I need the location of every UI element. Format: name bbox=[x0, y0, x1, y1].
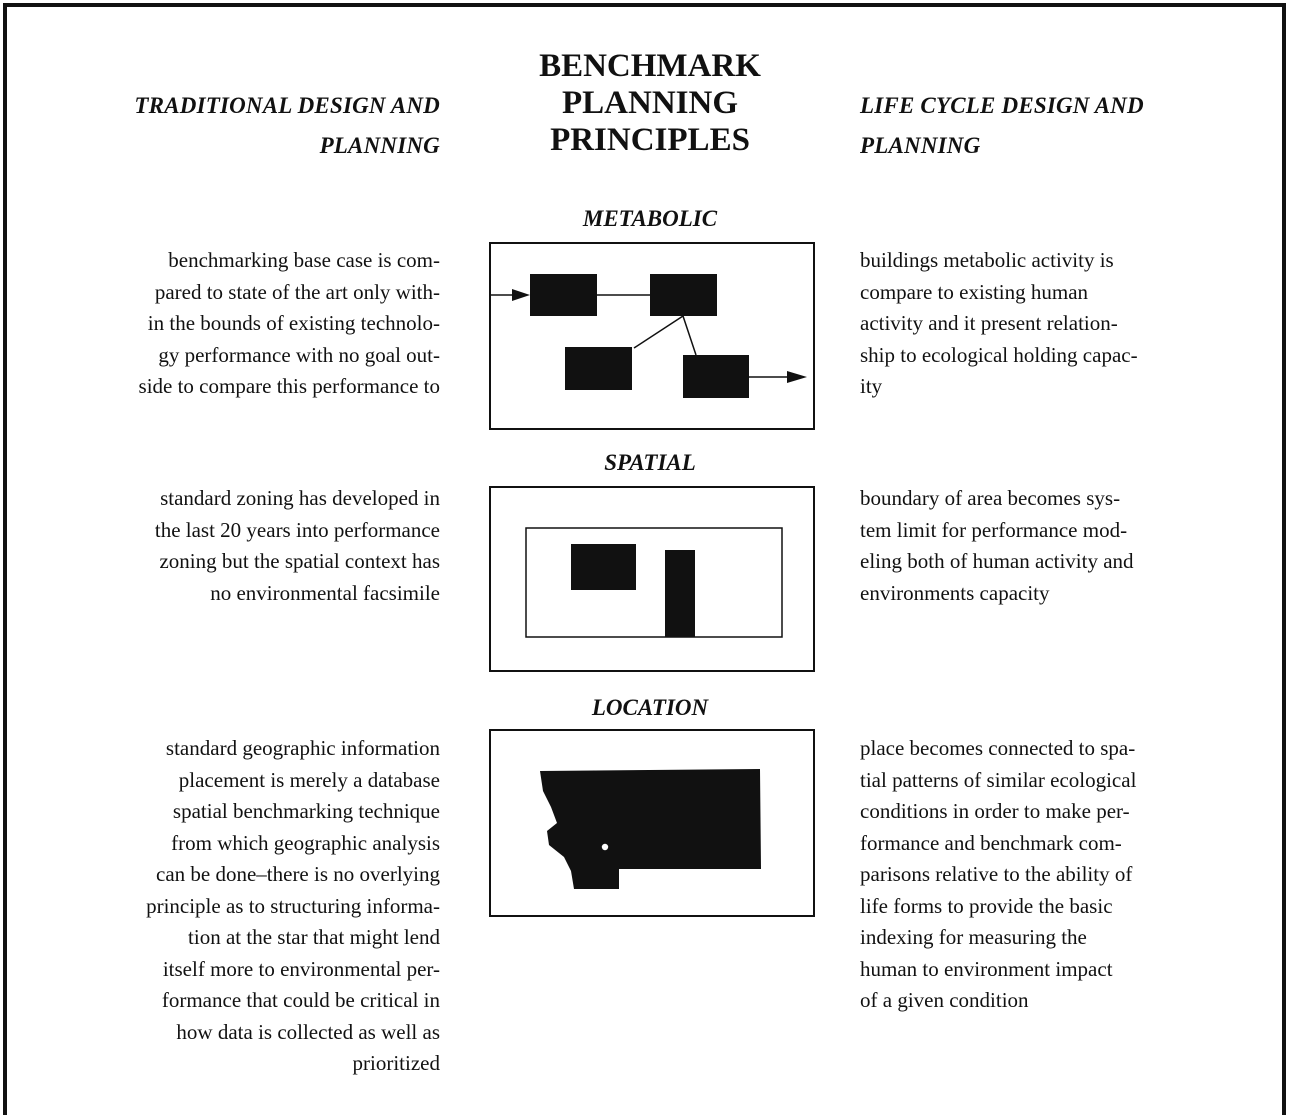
traditional-heading: TRADITIONAL DESIGN AND PLANNING bbox=[40, 86, 440, 166]
location-marker bbox=[601, 843, 609, 851]
zone-block bbox=[571, 544, 636, 590]
text-line: tem limit for performance mod- bbox=[860, 517, 1128, 542]
text-line: eling both of human activity and bbox=[860, 549, 1134, 573]
text-line: life forms to provide the basic bbox=[860, 893, 1113, 918]
text-line: itself more to environmental per- bbox=[162, 956, 440, 981]
text-line: the last 20 years into performance bbox=[154, 517, 440, 542]
text-line: tion at the star that might lend bbox=[188, 925, 440, 949]
text-line: activity and it present relation- bbox=[860, 311, 1118, 335]
benchmark-heading-line-1: BENCHMARK bbox=[539, 48, 761, 84]
text-line: side to compare this performance to bbox=[138, 374, 440, 398]
connector-line bbox=[682, 315, 697, 356]
text-line: how data is collected as well as bbox=[176, 1019, 440, 1044]
process-block bbox=[565, 347, 632, 390]
text-line: prioritized bbox=[352, 1051, 440, 1075]
text-line: environments capacity bbox=[860, 580, 1050, 605]
location-life-cycle-text: place becomes connected to spa- tial pat… bbox=[860, 733, 1280, 1017]
text-line: ship to ecological holding capac- bbox=[860, 342, 1138, 367]
text-line: place becomes connected to spa- bbox=[860, 736, 1136, 760]
benchmark-heading-line-2: PLANNING bbox=[561, 85, 738, 121]
text-line: placement is merely a database bbox=[178, 767, 440, 792]
process-block bbox=[650, 274, 717, 316]
life-cycle-heading-line-2: PLANNING bbox=[860, 133, 981, 158]
process-block bbox=[530, 274, 597, 316]
text-line: formance that could be critical in bbox=[161, 988, 440, 1012]
text-line: from which geographic analysis bbox=[171, 830, 440, 855]
text-line: can be done–there is no overlying bbox=[156, 862, 440, 886]
life-cycle-heading-line-1: LIFE CYCLE DESIGN AND bbox=[860, 93, 1144, 118]
text-line: principle as to structuring informa- bbox=[146, 893, 440, 918]
metabolic-life-cycle-text: buildings metabolic activity is compare … bbox=[860, 245, 1280, 403]
metabolic-traditional-text: benchmarking base case is com- pared to … bbox=[20, 245, 440, 403]
spatial-traditional-text: standard zoning has developed in the las… bbox=[20, 483, 440, 609]
metabolic-title: METABOLIC bbox=[582, 206, 718, 231]
zone-block bbox=[665, 550, 695, 637]
text-line: standard zoning has developed in bbox=[160, 486, 440, 510]
text-line: buildings metabolic activity is bbox=[860, 248, 1114, 272]
text-line: formance and benchmark com- bbox=[860, 830, 1122, 855]
text-line: of a given condition bbox=[860, 988, 1029, 1012]
text-line: indexing for measuring the bbox=[860, 925, 1087, 949]
traditional-heading-line-1: TRADITIONAL DESIGN AND bbox=[134, 93, 440, 118]
text-line: human to environment impact bbox=[860, 956, 1113, 981]
spatial-diagram-graphic bbox=[525, 527, 783, 638]
input-arrowhead bbox=[512, 289, 530, 301]
text-line: zoning but the spatial context has bbox=[159, 549, 440, 573]
text-line: spatial benchmarking technique bbox=[172, 799, 440, 823]
text-line: tial patterns of similar ecological bbox=[860, 767, 1137, 792]
text-line: compare to existing human bbox=[860, 279, 1089, 304]
benchmark-heading: BENCHMARK PLANNING PRINCIPLES bbox=[500, 48, 800, 159]
text-line: boundary of area becomes sys- bbox=[860, 486, 1121, 510]
metabolic-diagram-graphic bbox=[491, 274, 807, 398]
metabolic-diagram bbox=[489, 242, 815, 430]
page-frame bbox=[3, 3, 1286, 1115]
region-map-shape bbox=[540, 769, 761, 889]
location-title: LOCATION bbox=[591, 695, 709, 720]
text-line: pared to state of the art only with- bbox=[154, 279, 440, 304]
location-diagram bbox=[489, 729, 815, 917]
text-line: gy performance with no goal out- bbox=[158, 342, 440, 367]
benchmark-heading-line-3: PRINCIPLES bbox=[550, 122, 750, 158]
output-arrowhead bbox=[787, 371, 807, 383]
text-line: standard geographic information bbox=[165, 736, 440, 760]
text-line: conditions in order to make per- bbox=[860, 799, 1130, 823]
text-line: parisons relative to the ability of bbox=[860, 862, 1133, 886]
spatial-title: SPATIAL bbox=[604, 450, 696, 475]
text-line: ity bbox=[860, 374, 883, 398]
text-line: no environmental facsimile bbox=[210, 580, 440, 605]
text-line: in the bounds of existing technolo- bbox=[147, 311, 440, 335]
traditional-heading-line-2: PLANNING bbox=[319, 133, 440, 158]
life-cycle-heading: LIFE CYCLE DESIGN AND PLANNING bbox=[860, 86, 1280, 166]
zone-boundary bbox=[525, 527, 783, 638]
location-traditional-text: standard geographic information placemen… bbox=[20, 733, 440, 1080]
connector-line bbox=[633, 315, 684, 349]
spatial-diagram bbox=[489, 486, 815, 672]
spatial-life-cycle-text: boundary of area becomes sys- tem limit … bbox=[860, 483, 1280, 609]
process-block bbox=[683, 355, 749, 398]
text-line: benchmarking base case is com- bbox=[168, 248, 440, 272]
location-diagram-graphic bbox=[540, 769, 761, 889]
